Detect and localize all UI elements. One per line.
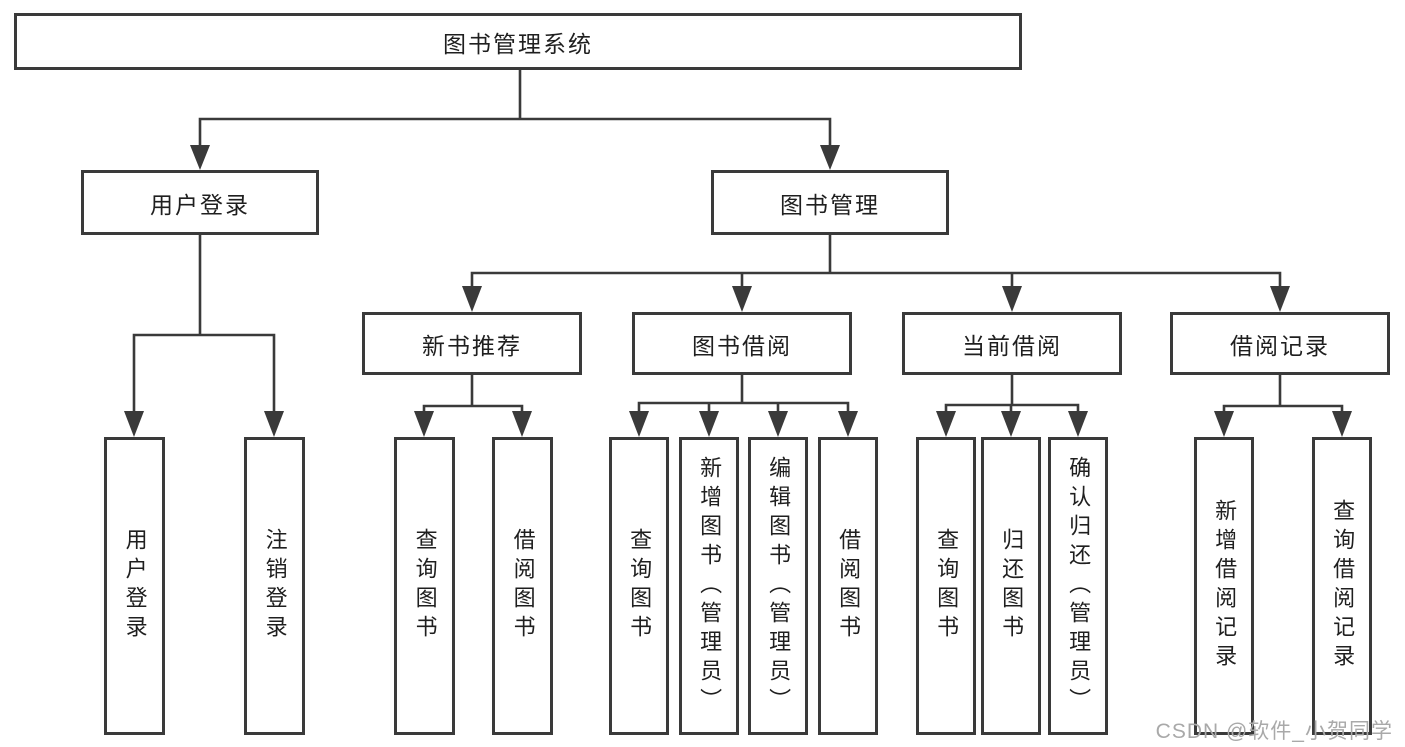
leaf-user-login: 用户登录 [104,437,165,735]
leaf-confirm-return-admin: 确认归还（管理员） [1048,437,1108,735]
leaf-add-borrow-record: 新增借阅记录 [1194,437,1254,735]
leaf-edit-book-admin: 编辑图书（管理员） [748,437,808,735]
leaf-query-books-2: 查询图书 [609,437,669,735]
connector-book-borrow-to-leaves [629,375,858,437]
leaf-return-book-label: 归还图书 [999,528,1025,644]
leaf-add-book-admin: 新增图书（管理员） [679,437,739,735]
leaf-query-books-3: 查询图书 [916,437,976,735]
leaf-query-books-3-label: 查询图书 [934,528,960,644]
connector-root-to-level2 [190,69,840,170]
node-root-label: 图书管理系统 [443,30,593,57]
leaf-query-borrow-record: 查询借阅记录 [1312,437,1372,735]
leaf-borrow-books-1-label: 借阅图书 [510,528,536,644]
node-borrow-records: 借阅记录 [1170,312,1390,375]
node-current-borrow-label: 当前借阅 [962,332,1062,359]
connector-current-borrow-to-leaves [936,375,1088,437]
node-book-management-label: 图书管理 [780,191,880,218]
connector-book-management-to-level3 [462,234,1290,312]
leaf-edit-book-admin-label: 编辑图书（管理员） [766,455,792,717]
leaf-logout-label: 注销登录 [262,528,288,644]
leaf-query-books-1: 查询图书 [394,437,455,735]
node-user-login: 用户登录 [81,170,319,235]
connector-user-login-to-leaves [124,234,284,437]
leaf-query-books-1-label: 查询图书 [412,528,438,644]
connector-new-book-to-leaves [414,375,532,437]
leaf-query-books-2-label: 查询图书 [627,528,653,644]
watermark: CSDN @软件_小贺同学 [1155,720,1393,743]
node-user-login-label: 用户登录 [150,191,250,218]
node-book-borrow-label: 图书借阅 [692,332,792,359]
node-new-book-recommend-label: 新书推荐 [422,332,522,359]
node-book-management: 图书管理 [711,170,949,235]
leaf-user-login-label: 用户登录 [122,528,148,644]
leaf-confirm-return-admin-label: 确认归还（管理员） [1066,455,1092,717]
leaf-logout: 注销登录 [244,437,305,735]
node-book-borrow: 图书借阅 [632,312,852,375]
node-current-borrow: 当前借阅 [902,312,1122,375]
leaf-return-book: 归还图书 [981,437,1041,735]
node-borrow-records-label: 借阅记录 [1230,332,1330,359]
leaf-query-borrow-record-label: 查询借阅记录 [1330,499,1356,673]
leaf-add-book-admin-label: 新增图书（管理员） [697,455,723,717]
connector-borrow-records-to-leaves [1214,375,1352,437]
leaf-borrow-books-1: 借阅图书 [492,437,553,735]
leaf-add-borrow-record-label: 新增借阅记录 [1212,499,1238,673]
leaf-borrow-books-2: 借阅图书 [818,437,878,735]
leaf-borrow-books-2-label: 借阅图书 [836,528,862,644]
node-new-book-recommend: 新书推荐 [362,312,582,375]
node-root: 图书管理系统 [14,13,1022,70]
